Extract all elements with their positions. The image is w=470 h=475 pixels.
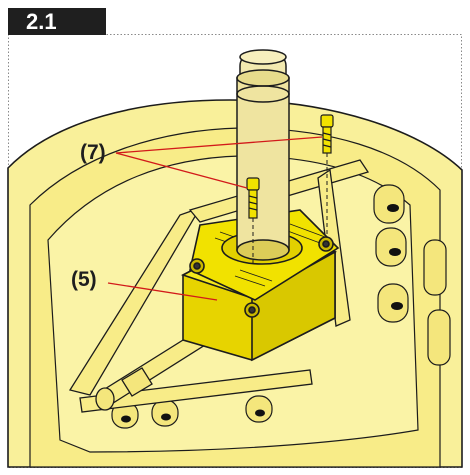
screw-icon — [246, 177, 260, 219]
callout-label-mount-block: (5) — [71, 268, 97, 291]
shaft-icon — [236, 49, 290, 261]
bottom-holes — [111, 395, 273, 429]
callout-label-screws: (7) — [80, 141, 106, 164]
side-slots — [373, 184, 451, 366]
slot-holes — [387, 204, 403, 310]
alignment-lines — [252, 153, 328, 266]
callout-leaders — [107, 136, 323, 301]
screw-icon — [320, 114, 334, 154]
bottom-hole-dots — [121, 409, 265, 423]
step-number-badge: 2.1 — [8, 8, 106, 35]
